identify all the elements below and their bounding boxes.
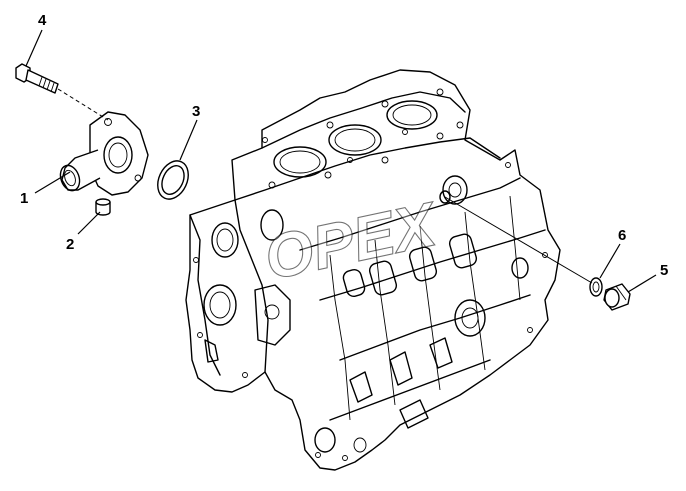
skirt-line [329, 359, 491, 421]
leader-1 [34, 171, 71, 194]
side-face-mid [319, 229, 546, 301]
leader-lines [25, 29, 657, 293]
oil-pump-boss [203, 284, 237, 326]
part-3-o-ring [157, 160, 189, 200]
part-2-dowel [95, 198, 111, 216]
front-face [189, 214, 221, 376]
engine-block [185, 69, 561, 471]
part-6-washer [589, 277, 603, 297]
callout-6: 6 [618, 227, 626, 244]
plug-face [604, 288, 620, 308]
front-port [260, 209, 284, 241]
front-plate [254, 284, 291, 346]
side-face-top [299, 177, 521, 251]
callout-2: 2 [66, 236, 74, 253]
leader-5 [627, 274, 657, 293]
callout-1: 1 [20, 190, 28, 207]
callout-5: 5 [660, 262, 668, 279]
plug-edge [615, 285, 627, 301]
perimeter-holes [193, 137, 548, 461]
side-face-low [339, 294, 531, 361]
outlet-spigot [61, 149, 101, 191]
part-5-plug [603, 283, 631, 311]
leader-6 [599, 243, 621, 279]
engine-block-outline [185, 69, 561, 471]
engine-top-deck [261, 91, 466, 149]
o-ring-inner [161, 165, 185, 195]
cylinder-bore-3-inner [392, 104, 432, 126]
cylinder-bore-2-inner [334, 128, 376, 152]
cylinder-bore-1-inner [279, 150, 321, 174]
leader-4 [25, 29, 43, 67]
outlet-flange-hole-2 [134, 174, 142, 182]
outlet-flange-bore-inner [108, 142, 128, 168]
front-web [234, 199, 269, 373]
callout-3: 3 [192, 103, 200, 120]
dowel-top [95, 198, 111, 206]
crankcase-features [314, 337, 453, 453]
front-bore [211, 222, 239, 258]
part-1-water-outlet [59, 111, 149, 196]
outlet-spigot-end [59, 164, 81, 192]
callout-4: 4 [38, 12, 47, 29]
oil-pump-inner [209, 291, 231, 319]
deck-bolt-holes [268, 88, 464, 189]
part-4-bolt [15, 63, 109, 121]
side-ribs [329, 195, 521, 421]
engine-deck-edge [234, 137, 501, 201]
cylinder-bore-3 [386, 100, 438, 130]
plug-assembly-line [444, 196, 593, 284]
outlet-spigot-hole [64, 169, 76, 187]
o-ring-outer [157, 160, 189, 200]
plug-port [439, 190, 451, 204]
washer-inner [592, 281, 600, 293]
outlet-flange-bore [103, 136, 133, 174]
bolt-thread [38, 76, 55, 93]
front-bore-inner [216, 228, 234, 252]
bolt-assembly-line [57, 88, 109, 121]
side-bosses [342, 175, 529, 337]
front-pad [204, 339, 219, 363]
outlet-flange-bolt-hole [104, 118, 112, 126]
cylinder-bore-2 [328, 124, 382, 156]
front-plate-hole [264, 304, 280, 320]
cylinder-bore-1 [273, 146, 327, 178]
leader-2 [77, 211, 101, 235]
leader-3 [179, 119, 198, 161]
bolt-shank [25, 69, 59, 94]
outlet-flange-body [89, 111, 149, 196]
washer-outer [589, 277, 603, 297]
